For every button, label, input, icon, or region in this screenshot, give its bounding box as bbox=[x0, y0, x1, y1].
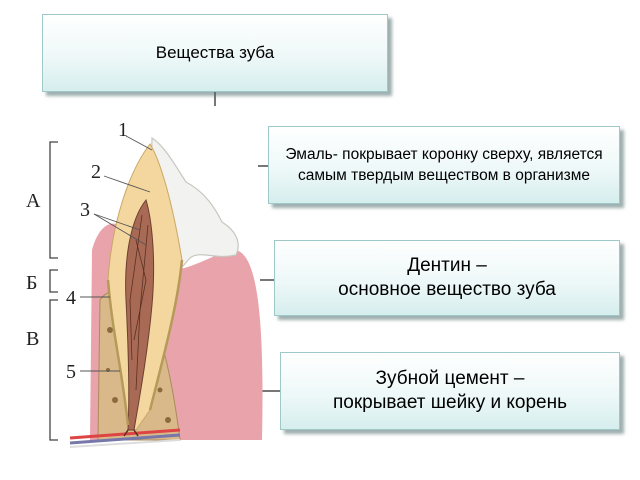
region-b: Б bbox=[26, 272, 37, 294]
enamel-box: Эмаль- покрывает коронку сверху, являетс… bbox=[268, 126, 620, 204]
cement-box: Зубной цемент – покрывает шейку и корень bbox=[280, 352, 620, 430]
enamel-text: Эмаль- покрывает коронку сверху, являетс… bbox=[285, 146, 603, 184]
title-text: Вещества зуба bbox=[155, 43, 275, 62]
nerve-bundle bbox=[69, 428, 181, 448]
dentin-line-2: основное вещество зуба bbox=[338, 279, 556, 300]
label-1: 1 bbox=[118, 119, 128, 141]
region-v: В bbox=[26, 328, 39, 350]
cement-line-1: Зубной цемент – bbox=[375, 368, 525, 389]
label-2: 2 bbox=[91, 161, 101, 183]
pulp-vessels bbox=[129, 214, 149, 391]
tooth-diagram: 1 2 3 4 5 А Б В bbox=[26, 119, 263, 448]
region-brackets bbox=[49, 141, 58, 441]
title-box: Вещества зуба bbox=[42, 14, 388, 92]
region-a: А bbox=[26, 190, 41, 212]
dentin-line-1: Дентин – bbox=[407, 255, 487, 276]
label-4: 4 bbox=[66, 287, 76, 309]
label-3: 3 bbox=[80, 199, 90, 221]
dentin-box: Дентин – основное вещество зуба bbox=[274, 240, 620, 316]
label-5: 5 bbox=[66, 361, 76, 383]
cement-line-2: покрывает шейку и корень bbox=[333, 392, 567, 413]
leader-lines bbox=[80, 135, 153, 372]
